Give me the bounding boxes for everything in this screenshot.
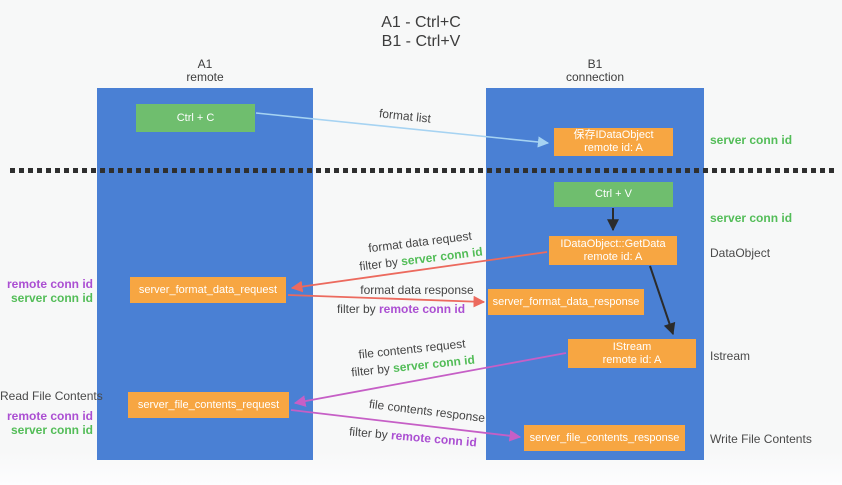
file-request-label: server_file_contents_request [137, 398, 280, 411]
session-divider-dotted-line [10, 168, 836, 173]
node-server-file-contents-response: server_file_contents_response [524, 425, 685, 451]
diagram-title: A1 - Ctrl+C B1 - Ctrl+V [0, 13, 842, 51]
label-format-data-response: format data response [360, 283, 474, 297]
left-conn-id-pair-2: remote conn id server conn id [0, 409, 93, 437]
left-server-conn-id-1: server conn id [10, 291, 93, 305]
node-server-file-contents-request: server_file_contents_request [128, 392, 289, 418]
format-response-label: server_format_data_response [492, 295, 640, 308]
label-format-list: format list [378, 106, 432, 126]
left-remote-conn-id-2: remote conn id [6, 409, 93, 423]
column-a-name: A1 [197, 57, 213, 71]
label-file-contents-response: file contents response [368, 396, 486, 426]
remote-conn-id-key: remote conn id [379, 302, 466, 316]
node-ctrl-v: Ctrl + V [554, 182, 673, 207]
left-remote-conn-id-1: remote conn id [6, 277, 93, 291]
column-b-header: B1 connection [486, 58, 704, 84]
node-ctrl-c: Ctrl + C [136, 104, 255, 132]
label-read-file-contents: Read File Contents [0, 389, 103, 403]
right-server-conn-id-2: server conn id [710, 211, 793, 225]
title-line-1: A1 - Ctrl+C [381, 14, 461, 31]
remote-conn-id-key: remote conn id [390, 428, 478, 450]
istream-line2: remote id: A [602, 353, 662, 366]
file-response-label: server_file_contents_response [529, 431, 680, 444]
node-server-format-data-response: server_format_data_response [488, 289, 644, 315]
label-istream-side: Istream [710, 349, 751, 363]
filter-by-text: filter by [350, 361, 391, 380]
node-save-idataobject: 保存IDataObject remote id: A [554, 128, 673, 156]
filter-by-text: filter by [336, 302, 376, 316]
column-a-subtitle: remote [186, 70, 224, 84]
ctrl-v-label: Ctrl + V [595, 188, 632, 200]
label-write-file-contents: Write File Contents [710, 432, 812, 446]
node-istream: IStream remote id: A [568, 339, 696, 368]
istream-line1: IStream [612, 340, 652, 353]
getdata-line2: remote id: A [583, 250, 643, 263]
node-idataobject-getdata: IDataObject::GetData remote id: A [549, 236, 677, 265]
column-b-subtitle: connection [565, 70, 625, 84]
node-server-format-data-request: server_format_data_request [130, 277, 286, 303]
save-idataobject-line2: remote id: A [584, 142, 643, 154]
left-conn-id-pair-1: remote conn id server conn id [0, 277, 93, 305]
getdata-line1: IDataObject::GetData [560, 237, 666, 250]
title-line-2: B1 - Ctrl+V [381, 33, 461, 50]
ctrl-c-label: Ctrl + C [176, 111, 215, 124]
filter-by-text: filter by [358, 254, 399, 274]
label-dataobject: DataObject [710, 246, 771, 260]
column-b-name: B1 [587, 57, 603, 71]
column-a-header: A1 remote [97, 58, 313, 84]
left-server-conn-id-2: server conn id [10, 423, 93, 437]
format-request-label: server_format_data_request [138, 283, 278, 296]
filter-by-text: filter by [348, 424, 389, 442]
save-idataobject-line1: 保存IDataObject [573, 129, 654, 141]
right-server-conn-id-1: server conn id [710, 133, 793, 147]
